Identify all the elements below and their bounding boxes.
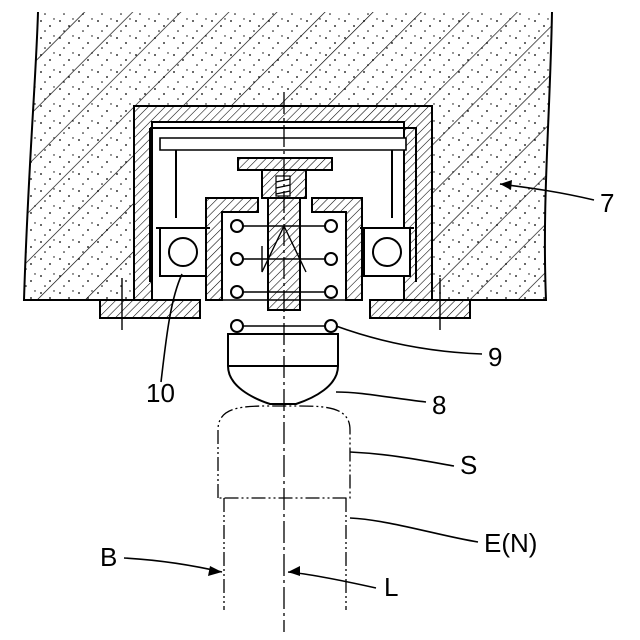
label-L: L: [384, 572, 398, 602]
rod-outline: [224, 498, 346, 610]
label-8: 8: [432, 390, 446, 420]
label-S: S: [460, 450, 477, 480]
label-E-N: E(N): [484, 528, 537, 558]
label-10: 10: [146, 378, 175, 408]
cap-outline: [218, 406, 350, 498]
central-bolt: [238, 158, 332, 310]
right-bearing: [360, 228, 414, 276]
label-7: 7: [600, 188, 614, 218]
label-B: B: [100, 542, 117, 572]
head-part: [228, 334, 338, 404]
left-bearing: [156, 228, 210, 276]
label-9: 9: [488, 342, 502, 372]
